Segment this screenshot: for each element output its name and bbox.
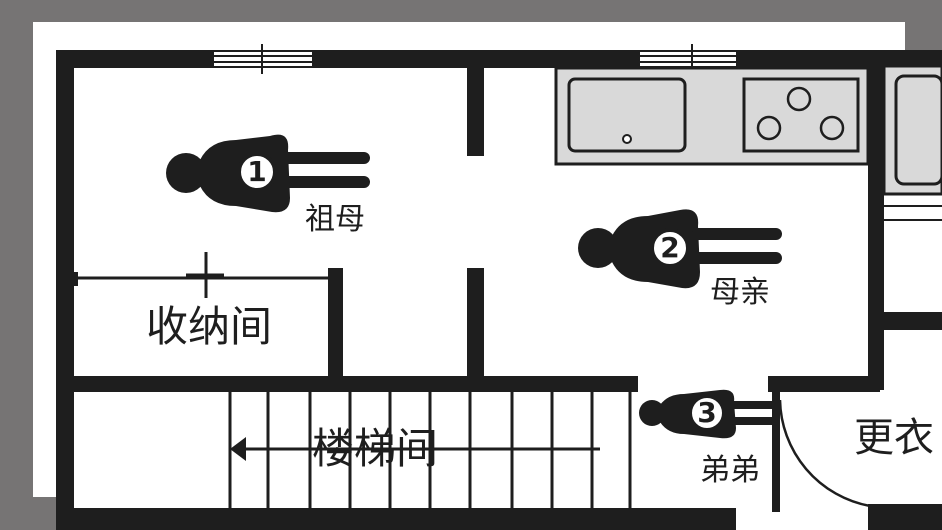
- person-1-label: 祖母: [305, 202, 365, 237]
- door: [772, 392, 871, 512]
- person-1-number: 1: [237, 152, 277, 192]
- changing-room-label: 更衣: [854, 415, 934, 461]
- stairs-label: 楼梯间: [312, 424, 439, 473]
- person-2-label: 母亲: [710, 275, 770, 310]
- person-3-number: 3: [688, 394, 726, 432]
- window-left: [214, 44, 312, 74]
- person-3-label: 弟弟: [700, 453, 760, 488]
- sink: [567, 77, 687, 153]
- person-2-number: 2: [650, 228, 690, 268]
- staircase: [228, 392, 632, 508]
- cross-mark-icon: [186, 252, 224, 298]
- kitchen-counter: [554, 66, 870, 166]
- stairs-arrow-icon: [230, 437, 600, 461]
- storage-room-label: 收纳间: [146, 302, 273, 351]
- appliance-right: [882, 64, 942, 221]
- stove: [742, 77, 860, 153]
